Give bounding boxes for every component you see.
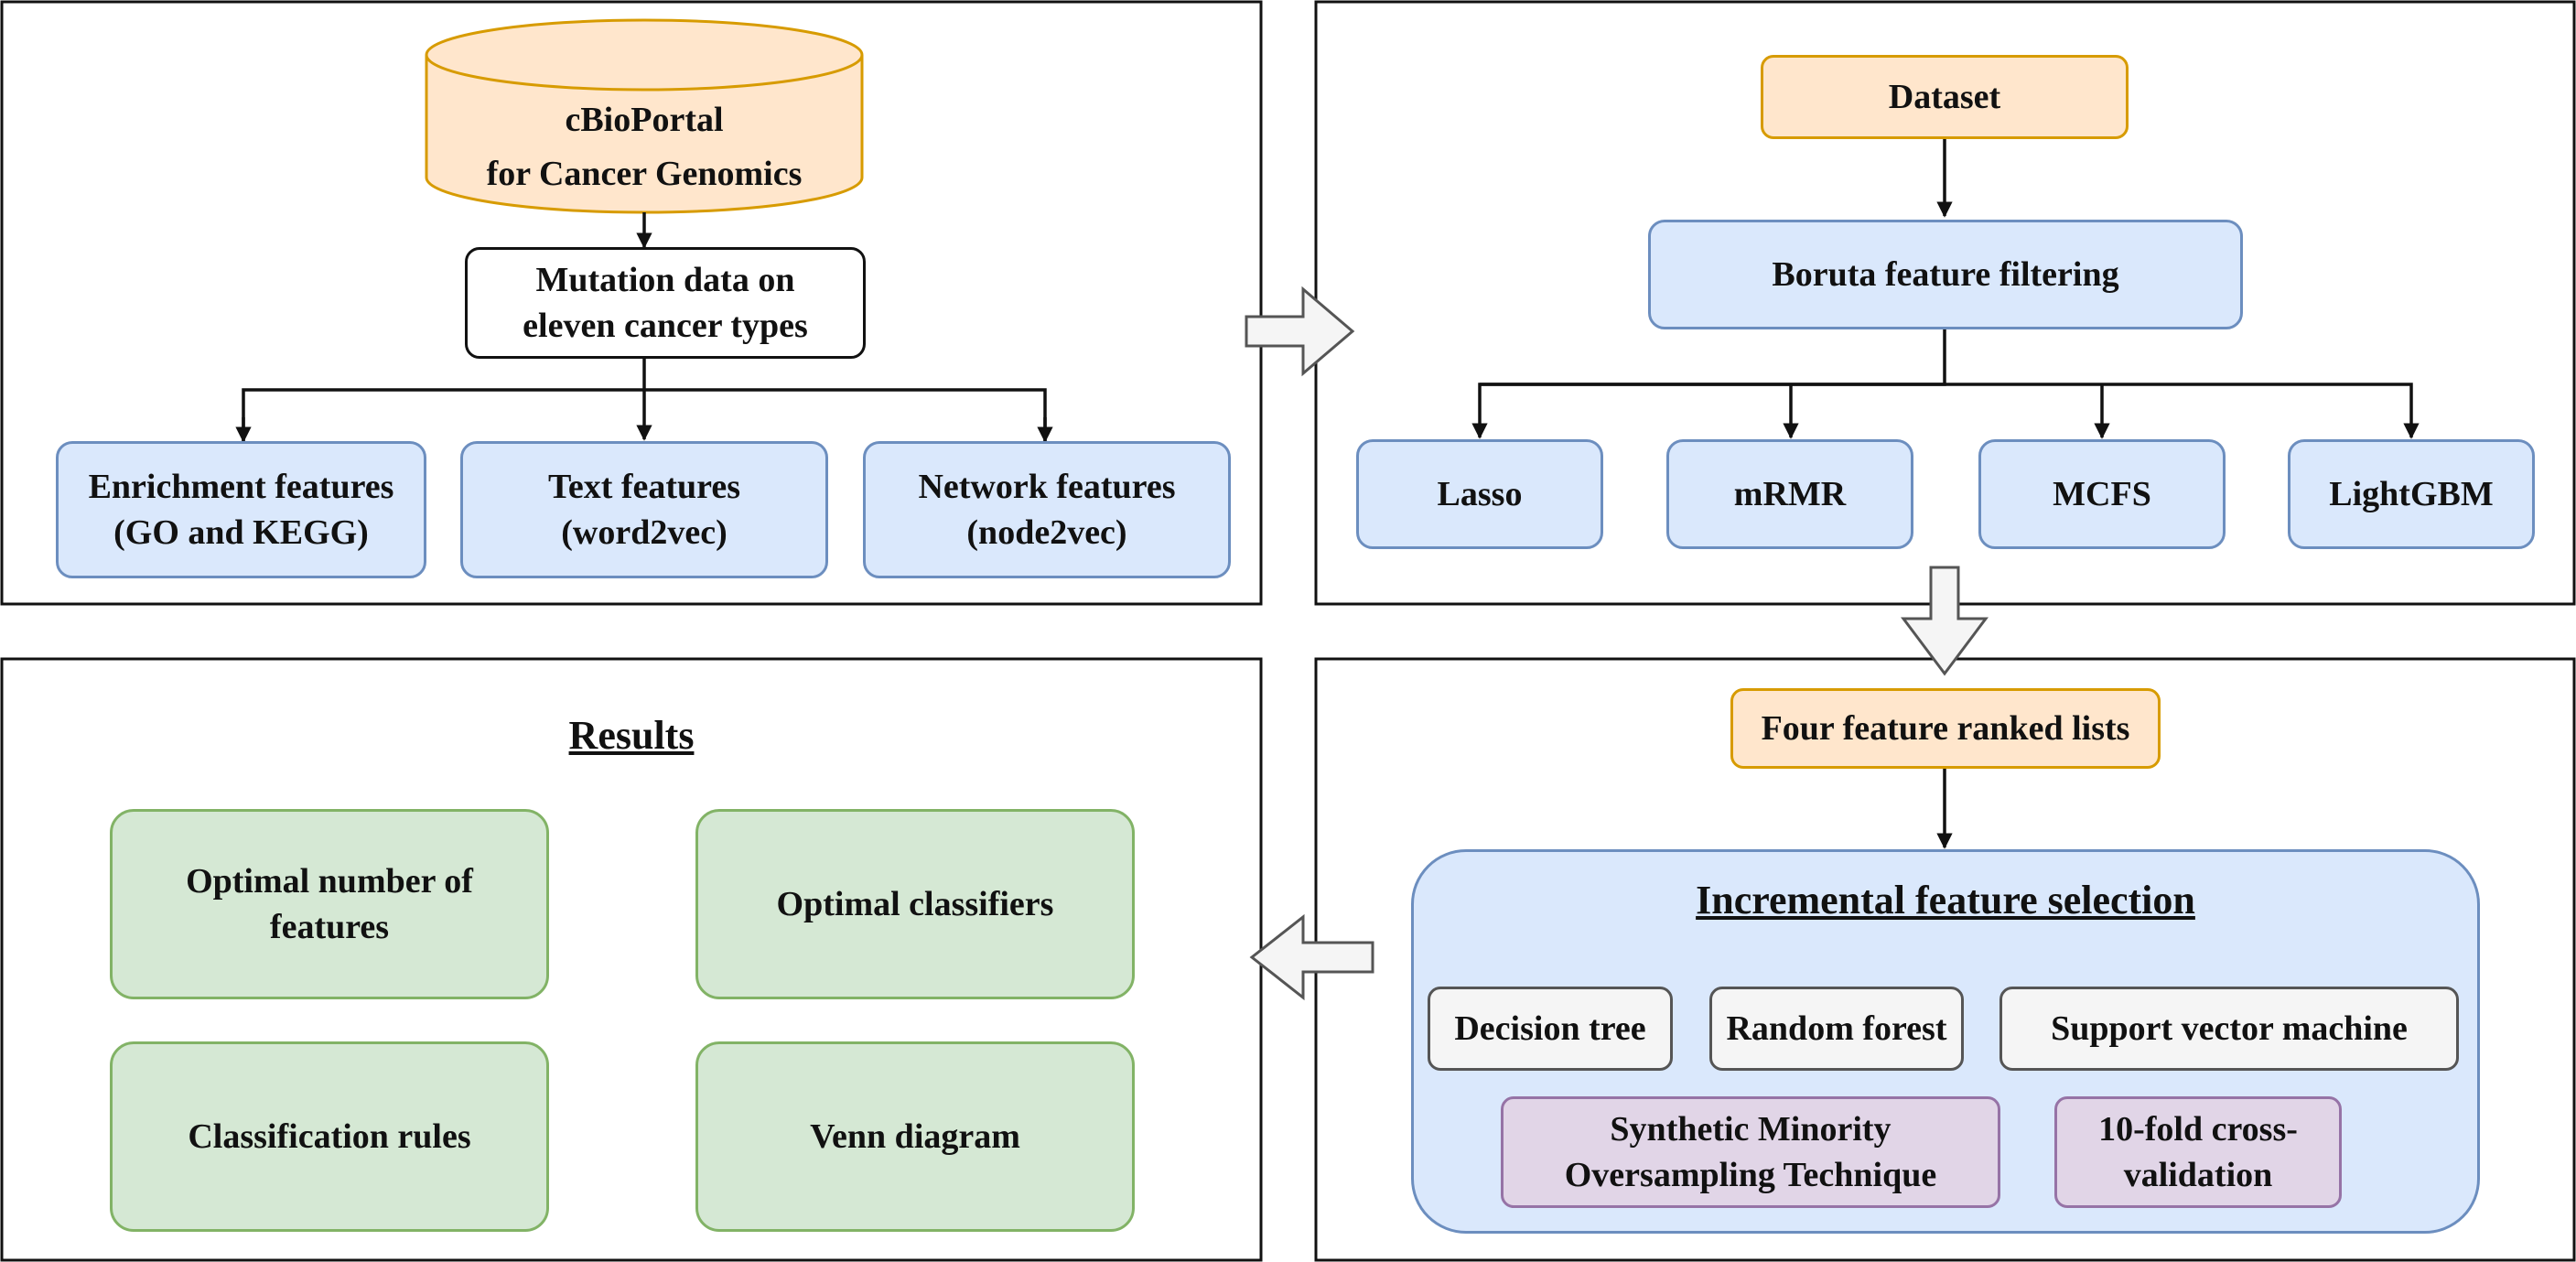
ifs-title: Incremental feature selection [1696,878,2195,922]
result-optimal-features-box: Optimal number of features [110,809,549,999]
dataset-box: Dataset [1761,55,2129,139]
classifier-random-forest-box: Random forest [1709,987,1964,1071]
ranked-lists-box: Four feature ranked lists [1730,688,2161,769]
block-arrow-left [1249,913,1374,1001]
result-optimal-classifiers-box: Optimal classifiers [695,809,1135,999]
source-label: cBioPortal for Cancer Genomics [486,101,803,193]
method-lightgbm-box: LightGBM [2288,439,2535,549]
boruta-filtering-box: Boruta feature filtering [1648,220,2243,329]
result-classification-rules-box: Classification rules [110,1041,549,1232]
panel-data-collection [0,0,1263,606]
method-mcfs-box: MCFS [1978,439,2226,549]
network-features-box: Network features (node2vec) [863,441,1231,578]
result-venn-diagram-box: Venn diagram [695,1041,1135,1232]
method-mrmr-box: mRMR [1666,439,1913,549]
database-cylinder-icon [425,18,864,214]
text-features-box: Text features (word2vec) [460,441,828,578]
mutation-data-box: Mutation data on eleven cancer types [465,247,866,359]
enrichment-features-box: Enrichment features (GO and KEGG) [56,441,426,578]
smote-box: Synthetic Minority Oversampling Techniqu… [1501,1096,2000,1208]
results-title: Results [568,713,695,758]
method-lasso-box: Lasso [1356,439,1603,549]
block-arrow-right [1245,286,1355,377]
block-arrow-down [1901,566,1989,676]
cross-validation-box: 10-fold cross- validation [2054,1096,2342,1208]
classifier-svm-box: Support vector machine [1999,987,2459,1071]
panel-1-connectors [235,212,1053,443]
classifier-decision-tree-box: Decision tree [1428,987,1673,1071]
panel-2-connectors [1471,139,2420,439]
